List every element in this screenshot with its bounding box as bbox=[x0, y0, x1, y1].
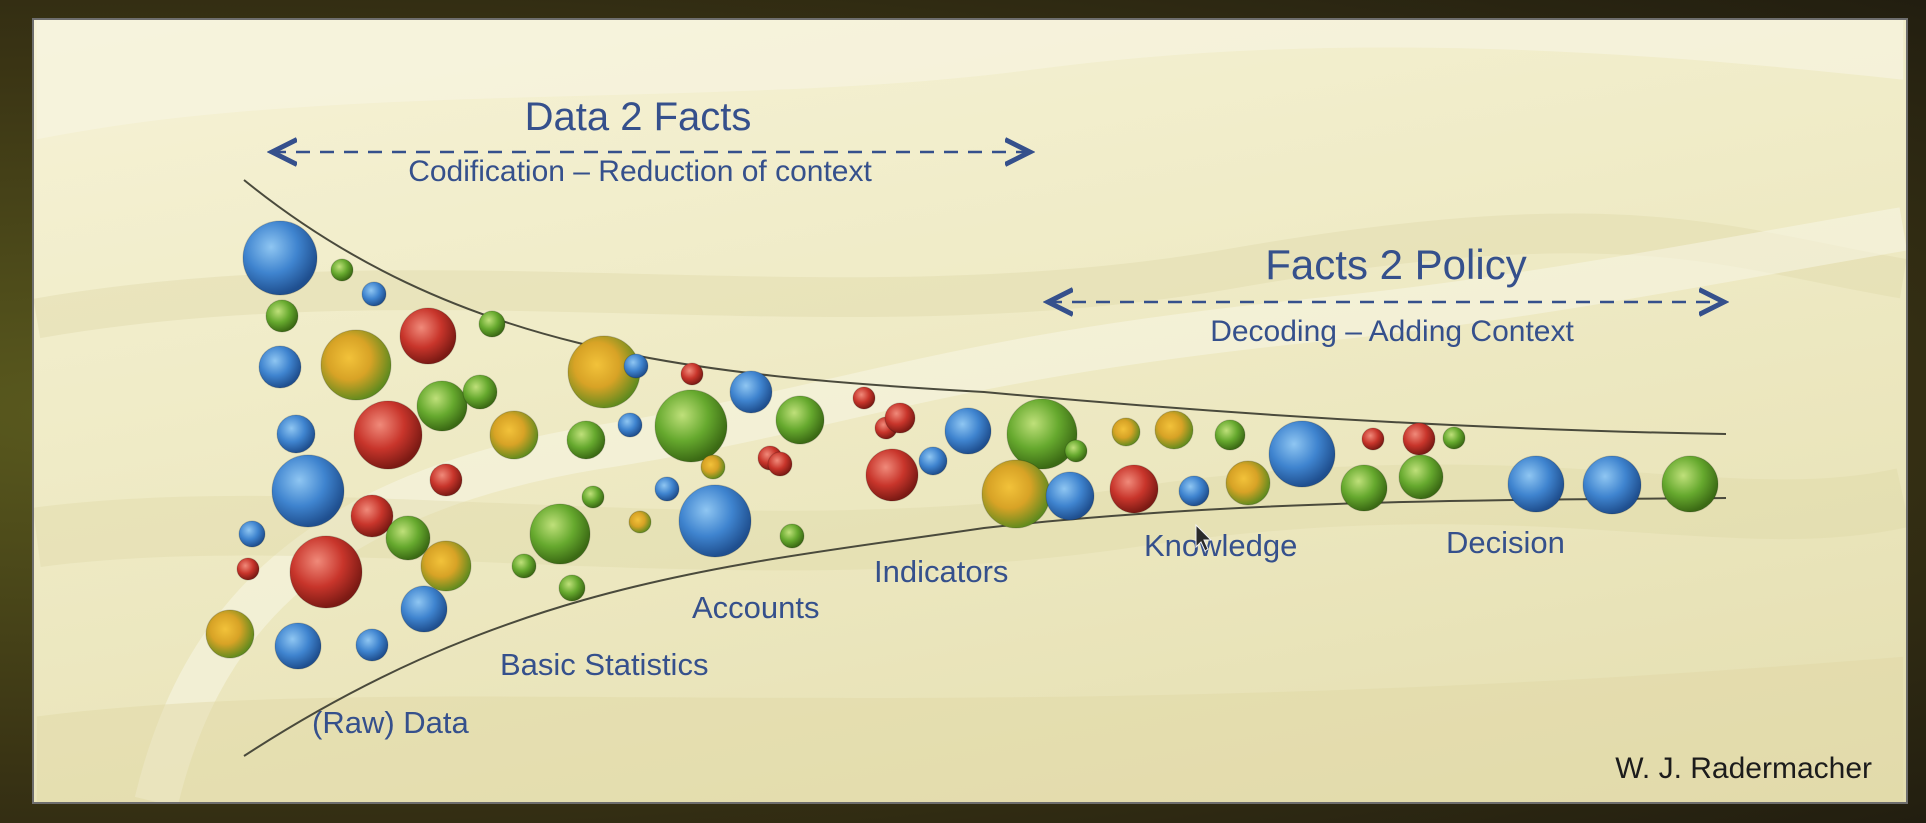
green-bubble bbox=[511, 553, 537, 579]
left-header-title: Data 2 Facts bbox=[525, 95, 752, 139]
red-bubble bbox=[1109, 464, 1159, 514]
orange-bubble bbox=[205, 609, 255, 659]
blue-bubble bbox=[276, 414, 316, 454]
blue-bubble bbox=[271, 454, 345, 528]
green-bubble bbox=[1006, 398, 1078, 470]
red-bubble bbox=[680, 362, 704, 386]
stage-knowledge: Knowledge bbox=[1144, 528, 1297, 563]
right-header-subtitle: Decoding – Adding Context bbox=[1210, 315, 1574, 348]
green-bubble bbox=[265, 299, 299, 333]
green-bubble bbox=[566, 420, 606, 460]
blue-bubble bbox=[355, 628, 389, 662]
stage-raw-data: (Raw) Data bbox=[312, 705, 470, 740]
blue-bubble bbox=[400, 585, 448, 633]
red-bubble bbox=[350, 494, 394, 538]
blue-bubble bbox=[258, 345, 302, 389]
data-bubbles bbox=[205, 220, 1719, 670]
blue-bubble bbox=[623, 353, 649, 379]
green-bubble bbox=[462, 374, 498, 410]
red-bubble bbox=[1402, 422, 1436, 456]
green-bubble bbox=[1398, 454, 1444, 500]
stage-decision: Decision bbox=[1446, 525, 1565, 560]
blue-bubble bbox=[729, 370, 773, 414]
green-bubble bbox=[330, 258, 354, 282]
green-bubble bbox=[775, 395, 825, 445]
blue-bubble bbox=[361, 281, 387, 307]
orange-bubble bbox=[1154, 410, 1194, 450]
green-bubble bbox=[654, 389, 728, 463]
green-bubble bbox=[1064, 439, 1088, 463]
green-bubble bbox=[1214, 419, 1246, 451]
red-bubble bbox=[767, 451, 793, 477]
data-funnel-diagram: Data 2 Facts Codification – Reduction of… bbox=[205, 95, 1908, 757]
blue-bubble bbox=[918, 446, 948, 476]
blue-bubble bbox=[1268, 420, 1336, 488]
left-header-subtitle: Codification – Reduction of context bbox=[408, 155, 872, 188]
orange-bubble bbox=[489, 410, 539, 460]
green-bubble bbox=[385, 515, 431, 561]
orange-bubble bbox=[420, 540, 472, 592]
orange-bubble bbox=[1225, 460, 1271, 506]
blue-bubble bbox=[1507, 455, 1565, 513]
green-bubble bbox=[1340, 464, 1388, 512]
red-bubble bbox=[852, 386, 876, 410]
red-bubble bbox=[429, 463, 463, 497]
orange-bubble bbox=[1111, 417, 1141, 447]
blue-bubble bbox=[944, 407, 992, 455]
mouse-cursor-icon bbox=[1195, 523, 1213, 552]
orange-bubble bbox=[981, 459, 1051, 529]
green-bubble bbox=[478, 310, 506, 338]
red-bubble bbox=[865, 448, 919, 502]
red-bubble bbox=[353, 400, 423, 470]
blue-bubble bbox=[242, 220, 318, 296]
red-bubble bbox=[399, 307, 457, 365]
orange-bubble bbox=[320, 329, 392, 401]
blue-bubble bbox=[1582, 455, 1642, 515]
stage-basic-statistics: Basic Statistics bbox=[500, 647, 708, 682]
blue-bubble bbox=[654, 476, 680, 502]
green-bubble bbox=[581, 485, 605, 509]
red-bubble bbox=[884, 402, 916, 434]
author-credit: W. J. Radermacher bbox=[1615, 752, 1872, 785]
green-bubble bbox=[558, 574, 586, 602]
stage-accounts: Accounts bbox=[692, 590, 820, 625]
blue-bubble bbox=[617, 412, 643, 438]
red-bubble bbox=[236, 557, 260, 581]
green-bubble bbox=[529, 503, 591, 565]
blue-bubble bbox=[274, 622, 322, 670]
funnel-top-edge bbox=[243, 179, 1727, 435]
green-bubble bbox=[1442, 426, 1466, 450]
right-header-title: Facts 2 Policy bbox=[1265, 241, 1526, 288]
blue-bubble bbox=[678, 484, 752, 558]
blue-bubble bbox=[238, 520, 266, 548]
orange-bubble bbox=[628, 510, 652, 534]
stage-indicators: Indicators bbox=[874, 554, 1008, 589]
red-bubble bbox=[1361, 427, 1385, 451]
funnel-bottom-edge bbox=[243, 497, 1727, 757]
green-bubble bbox=[1661, 455, 1719, 513]
blue-bubble bbox=[1045, 471, 1095, 521]
green-bubble bbox=[779, 523, 805, 549]
red-bubble bbox=[289, 535, 363, 609]
orange-bubble bbox=[700, 454, 726, 480]
green-bubble bbox=[416, 380, 468, 432]
blue-bubble bbox=[1178, 475, 1210, 507]
slide: Data 2 Facts Codification – Reduction of… bbox=[32, 18, 1908, 804]
